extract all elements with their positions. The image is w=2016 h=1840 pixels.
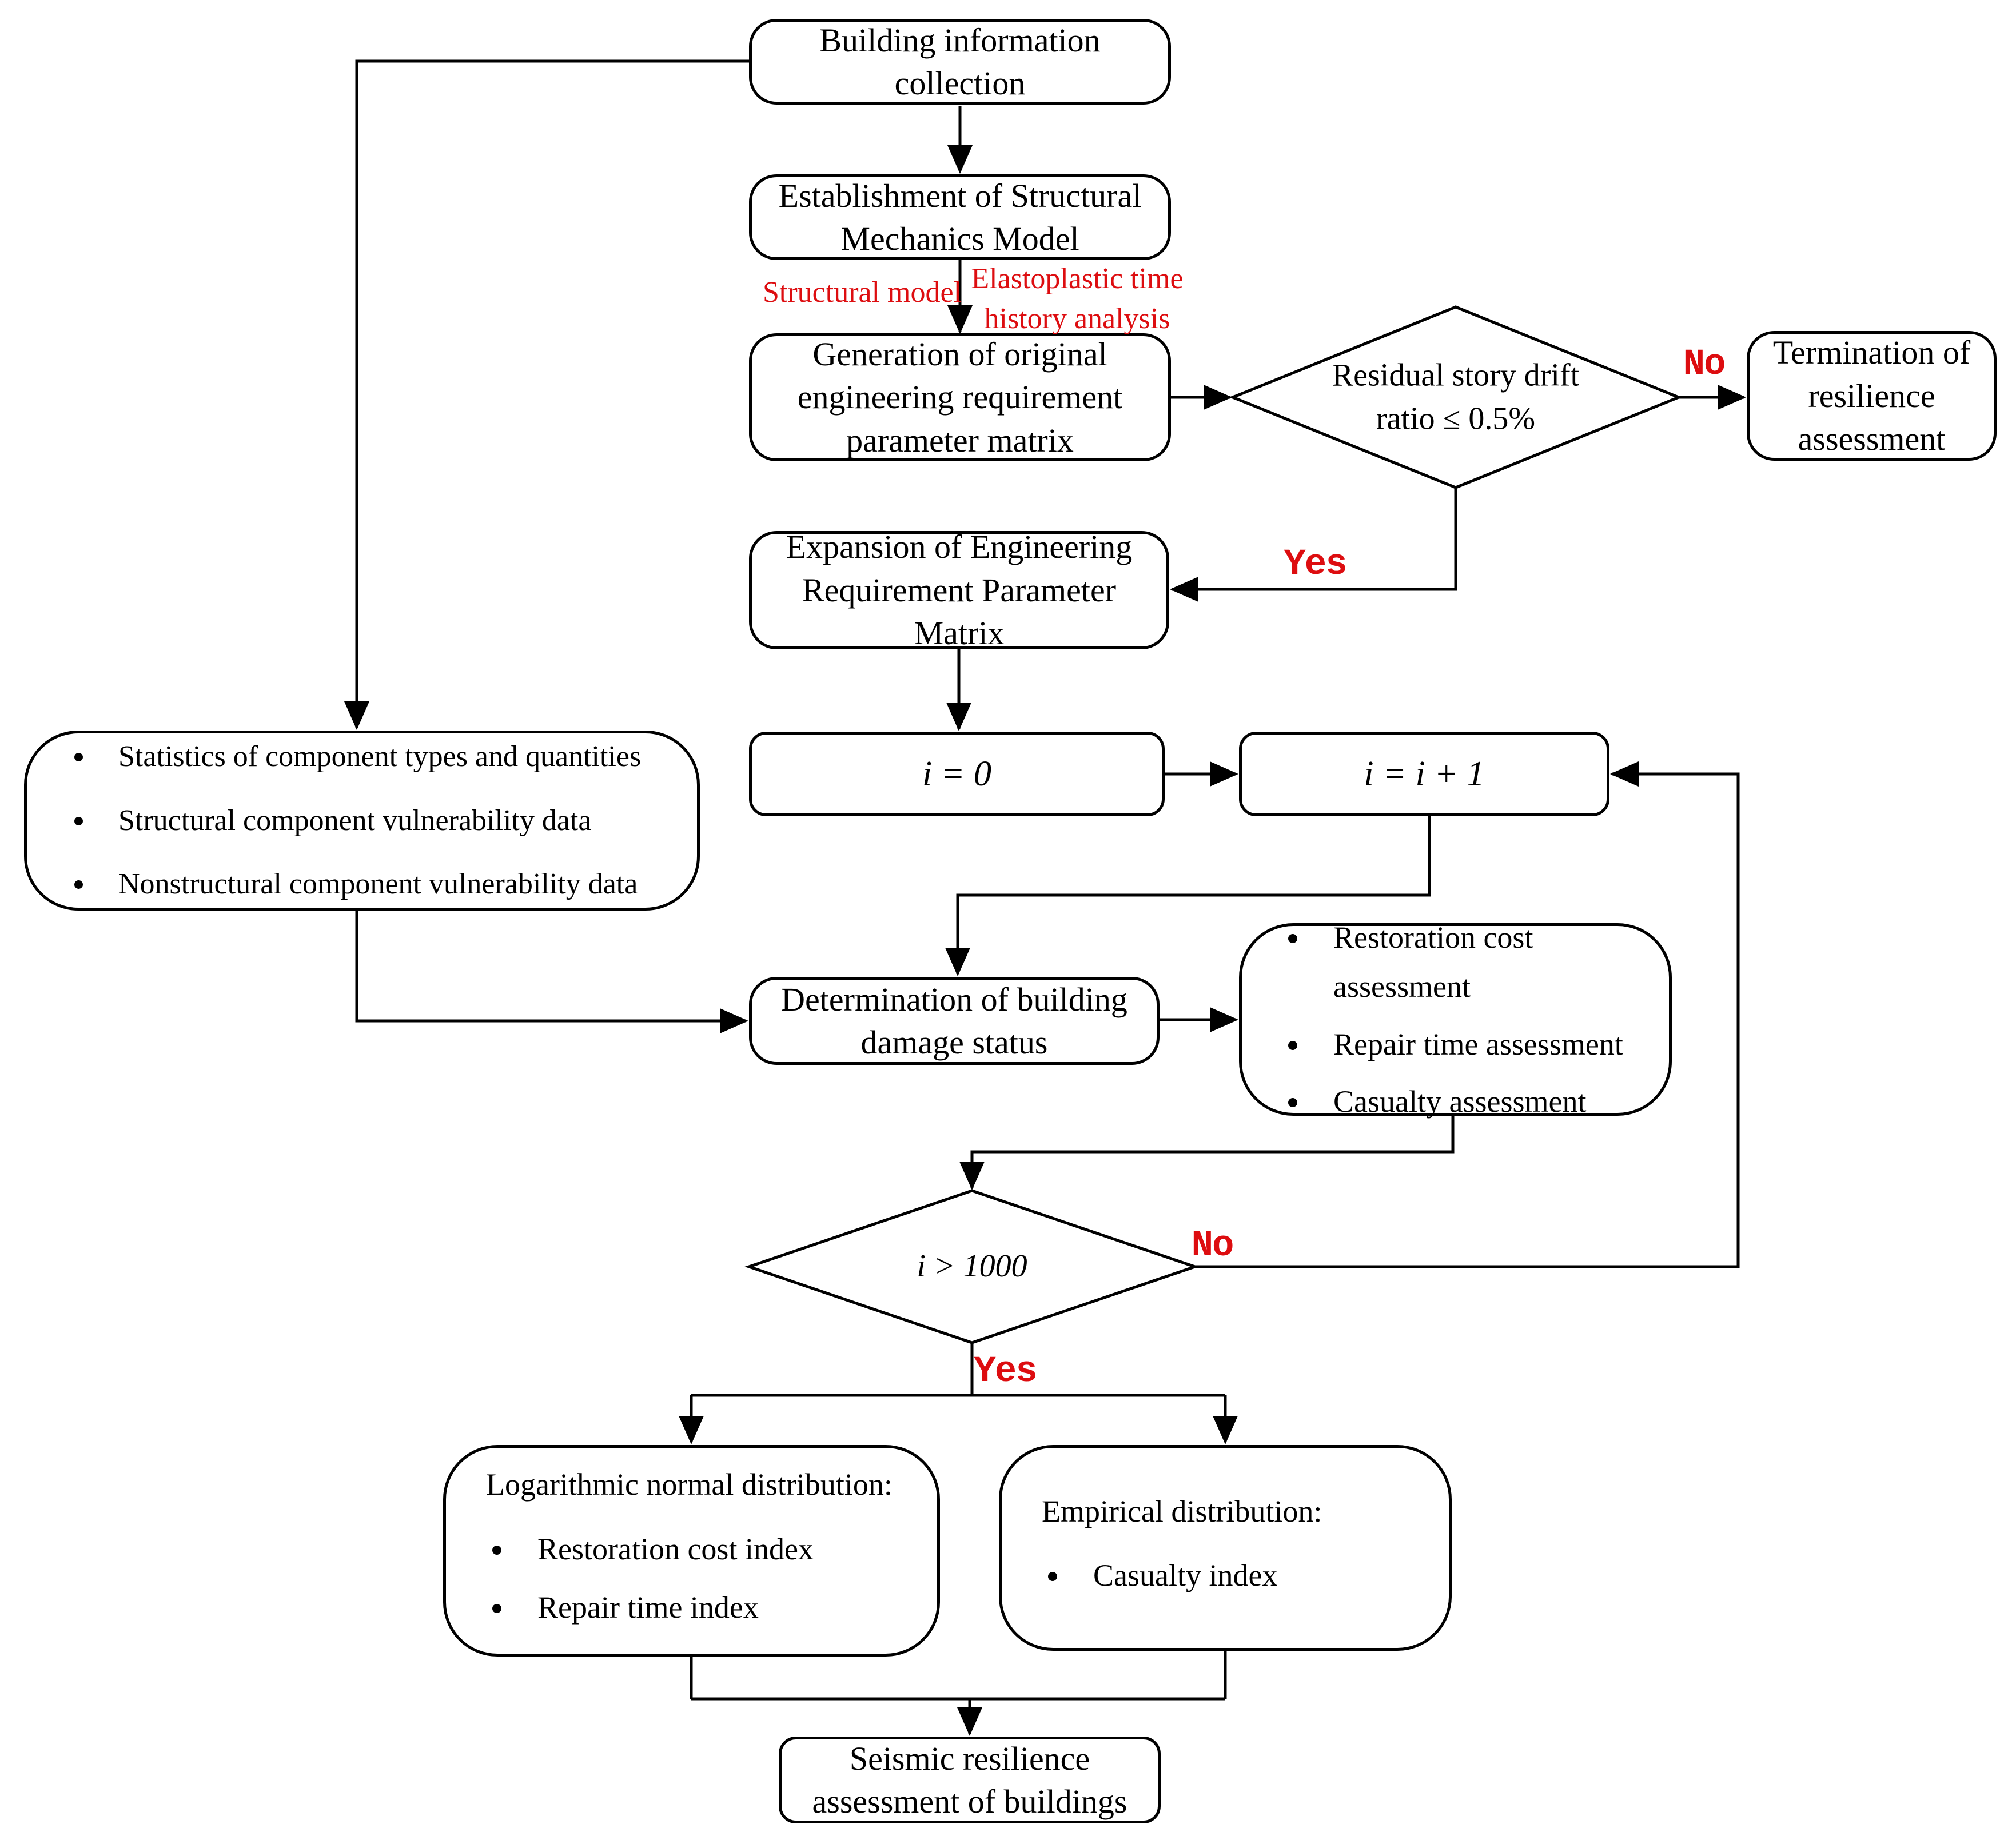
edge-iincrement-determination xyxy=(945,816,1431,976)
edge-building-leftdata xyxy=(344,59,750,730)
node-building-information: Building information collection xyxy=(749,19,1171,105)
iteration-yes-label: Yes xyxy=(974,1351,1037,1392)
residual-decision-label: Residual story drift ratio ≤ 0.5% xyxy=(1332,357,1580,436)
edge-rightdata-iteration xyxy=(959,1116,1455,1190)
residual-no-label: No xyxy=(1683,344,1726,385)
list-item: Structural component vulnerability data xyxy=(95,789,674,853)
empirical-title: Empirical distribution: xyxy=(1042,1494,1322,1528)
iteration-decision-label: i > 1000 xyxy=(917,1248,1027,1284)
lognormal-list: Restoration cost index Repair time index xyxy=(475,1520,914,1637)
lognormal-title: Logarithmic normal distribution: xyxy=(486,1467,893,1502)
list-item: Statistics of component types and quanti… xyxy=(95,725,674,789)
residual-decision-diamond xyxy=(1229,305,1683,489)
node-seismic-assessment: Seismic resilience assessment of buildin… xyxy=(779,1737,1161,1823)
list-item: Repair time index xyxy=(515,1578,914,1637)
edge-iteration-loop-no xyxy=(1195,761,1740,1268)
iteration-no-label: No xyxy=(1191,1226,1234,1267)
node-i-increment: i = i + 1 xyxy=(1239,732,1609,816)
list-item: Casualty assessment xyxy=(1310,1077,1646,1126)
list-item: Casualty index xyxy=(1070,1546,1426,1605)
list-item: Restoration cost assessment xyxy=(1310,913,1646,1012)
node-i-zero: i = 0 xyxy=(749,732,1165,816)
empirical-list: Casualty index xyxy=(1030,1546,1426,1605)
right-data-box: Restoration cost assessment Repair time … xyxy=(1239,920,1672,1119)
residual-yes-label: Yes xyxy=(1284,544,1347,585)
lognormal-distribution-box: Logarithmic normal distribution: Restora… xyxy=(443,1445,940,1657)
node-expansion-matrix: Expansion of Engineering Requirement Par… xyxy=(749,528,1169,652)
edge-leftdata-determination xyxy=(355,911,748,1033)
node-establishment-model: Establishment of Structural Mechanics Mo… xyxy=(749,174,1171,260)
list-item: Repair time assessment xyxy=(1310,1020,1646,1069)
left-data-list: Statistics of component types and quanti… xyxy=(55,725,674,916)
node-determination-damage: Determination of building damage status xyxy=(749,977,1160,1065)
list-item: Restoration cost index xyxy=(515,1520,914,1579)
edge-residual-expansion-yes xyxy=(1170,488,1457,602)
empirical-distribution-box: Empirical distribution: Casualty index xyxy=(999,1445,1452,1651)
node-generation-matrix: Generation of original engineering requi… xyxy=(749,333,1171,461)
list-item: Nonstructural component vulnerability da… xyxy=(95,852,674,916)
left-data-box: Statistics of component types and quanti… xyxy=(24,731,700,911)
right-data-list: Restoration cost assessment Repair time … xyxy=(1270,905,1646,1135)
node-termination: Termination of resilience assessment xyxy=(1747,331,1997,461)
elastoplastic-analysis-label: Elastoplastic time history analysis xyxy=(971,262,1184,335)
iteration-decision-diamond xyxy=(744,1189,1200,1344)
structural-model-label: Structural model xyxy=(762,276,962,309)
